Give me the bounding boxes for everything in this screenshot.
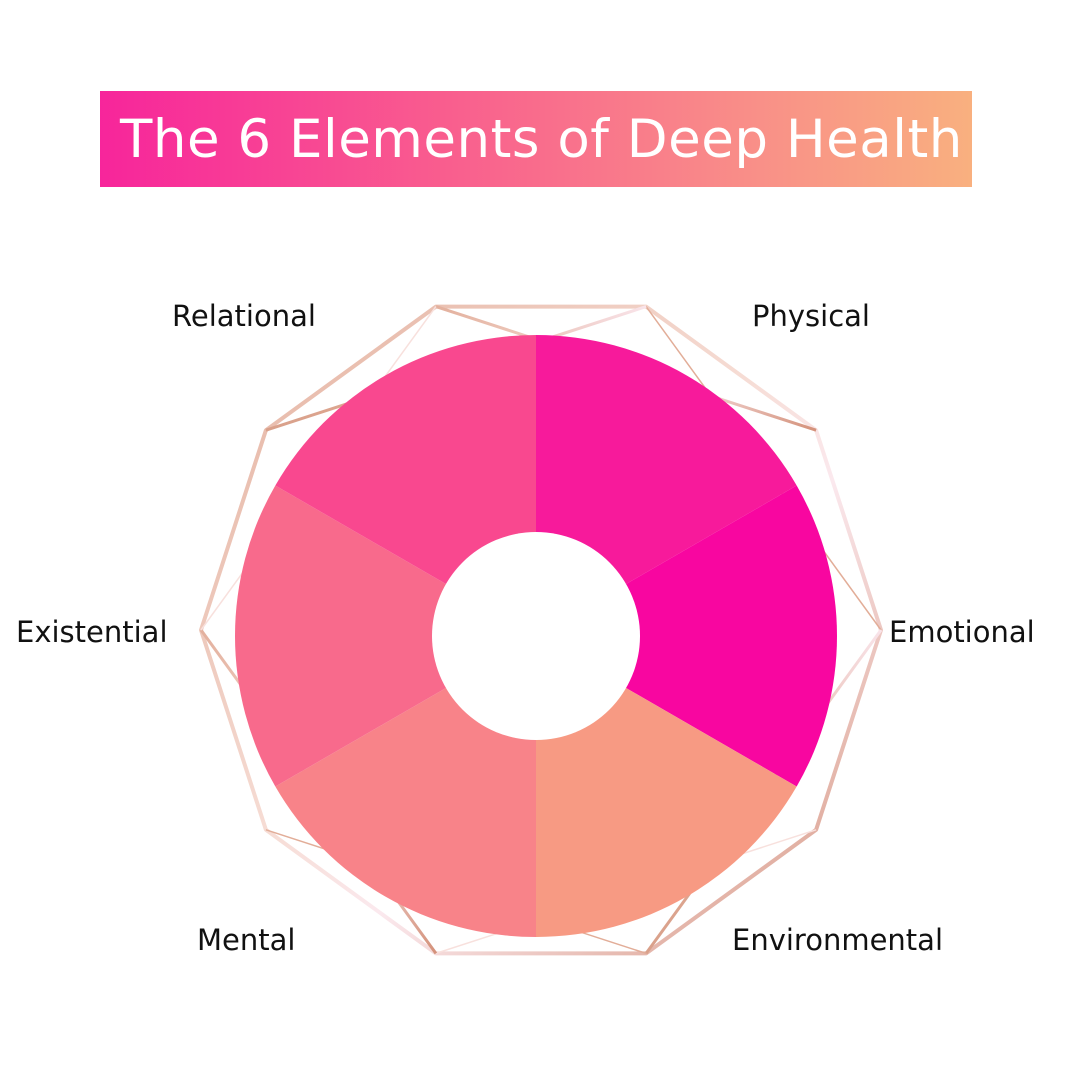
label-environmental: Environmental — [732, 923, 943, 957]
center-hole — [432, 532, 640, 740]
page-title: The 6 Elements of Deep Health — [120, 108, 963, 170]
title-banner: The 6 Elements of Deep Health — [100, 91, 972, 187]
element-labels: Physical Emotional Environmental Mental … — [16, 299, 1035, 957]
label-mental: Mental — [197, 923, 295, 957]
label-emotional: Emotional — [889, 615, 1035, 649]
label-relational: Relational — [172, 299, 316, 333]
segment-existential — [235, 485, 537, 787]
label-existential: Existential — [16, 615, 168, 649]
segment-emotional — [536, 485, 837, 787]
label-physical: Physical — [752, 299, 870, 333]
